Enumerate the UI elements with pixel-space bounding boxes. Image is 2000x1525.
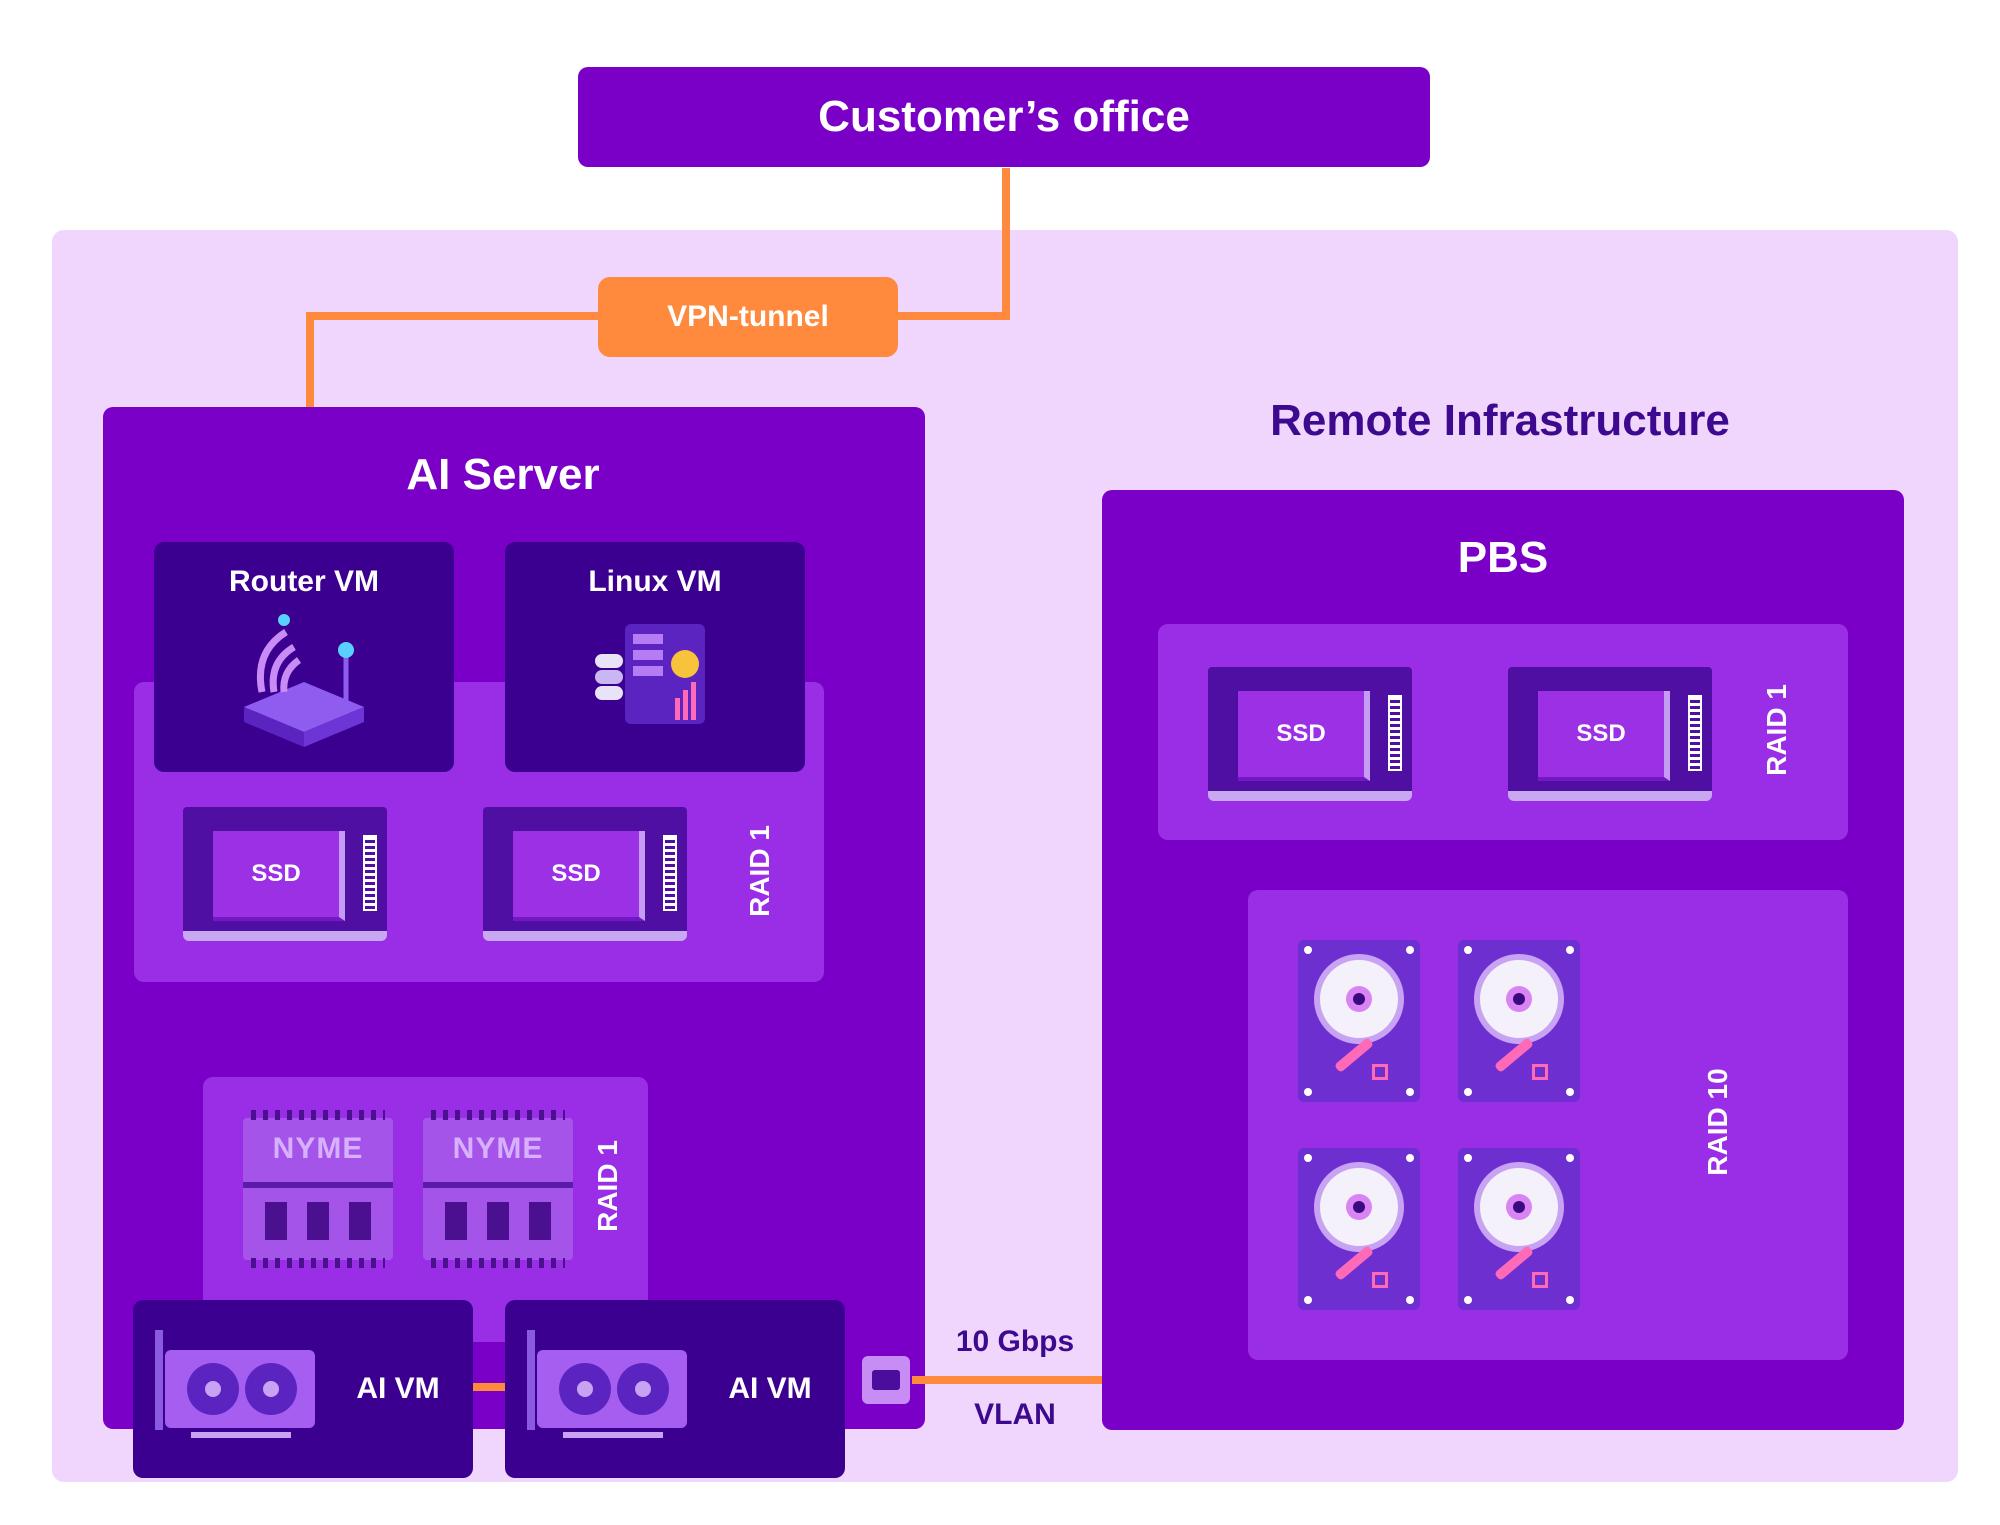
wire-office-to-vpn [890,312,1010,320]
server-dashboard-icon [595,624,705,724]
hdd-2 [1458,940,1580,1102]
nyme-label: NYME [452,1132,544,1165]
linux-vm-card: Linux VM [505,542,805,772]
ai-ssd-raid-label: RAID 1 [744,825,775,917]
wire-aivm-aivm [470,1383,506,1391]
linux-vm-label: Linux VM [588,565,722,598]
wire-vpn-left [306,312,606,320]
ai-server-title: AI Server [406,450,600,499]
vpn-tunnel-label: VPN-tunnel [667,300,829,333]
hdd-4 [1458,1148,1580,1310]
ai-ssd-2: SSD [483,807,687,943]
pbs-title: PBS [1457,533,1549,582]
hdd-3 [1298,1148,1420,1310]
wire-office-down [1002,168,1010,320]
ssd-connector-icon [663,835,677,911]
ssd-label: SSD [513,831,645,921]
ai-vm-label-2: AI VM [728,1372,812,1405]
customer-office-box: Customer’s office [578,67,1430,167]
ai-vm-card-2: AI VM [505,1300,845,1478]
hdd-1 [1298,940,1420,1102]
ssd-connector-icon [363,835,377,911]
gpu-icon [155,1330,315,1438]
wire-vlan-link [912,1376,1134,1384]
pbs-hdd-raid-label: RAID 10 [1702,1068,1733,1176]
ai-vm-card-1: AI VM [133,1300,473,1478]
remote-infrastructure-title: Remote Infrastructure [1270,396,1730,445]
ethernet-port-icon-left [862,1356,910,1404]
ai-vm-label-1: AI VM [356,1372,440,1405]
ssd-connector-icon [1388,695,1402,771]
ai-ssd-1: SSD [183,807,387,943]
customer-office-label: Customer’s office [818,92,1190,141]
ssd-connector-icon [1688,695,1702,771]
router-vm-label: Router VM [229,565,379,598]
pbs-ssd-raid-label: RAID 1 [1761,684,1792,776]
router-icon [244,614,364,747]
ssd-label: SSD [1238,691,1370,781]
link-type-label: VLAN [974,1398,1056,1431]
pbs-ssd-1: SSD [1208,667,1412,803]
vpn-tunnel-badge: VPN-tunnel [598,277,898,357]
pbs-ssd-2: SSD [1508,667,1712,803]
ssd-label: SSD [1538,691,1670,781]
ai-nyme-raid-label: RAID 1 [592,1140,623,1232]
ssd-label: SSD [213,831,345,921]
nyme-drive-1: NYME [243,1110,393,1268]
link-speed-label: 10 Gbps [955,1325,1075,1358]
nyme-label: NYME [272,1132,364,1165]
router-vm-card: Router VM [154,542,454,772]
gpu-icon [527,1330,687,1438]
nyme-drive-2: NYME [423,1110,573,1268]
